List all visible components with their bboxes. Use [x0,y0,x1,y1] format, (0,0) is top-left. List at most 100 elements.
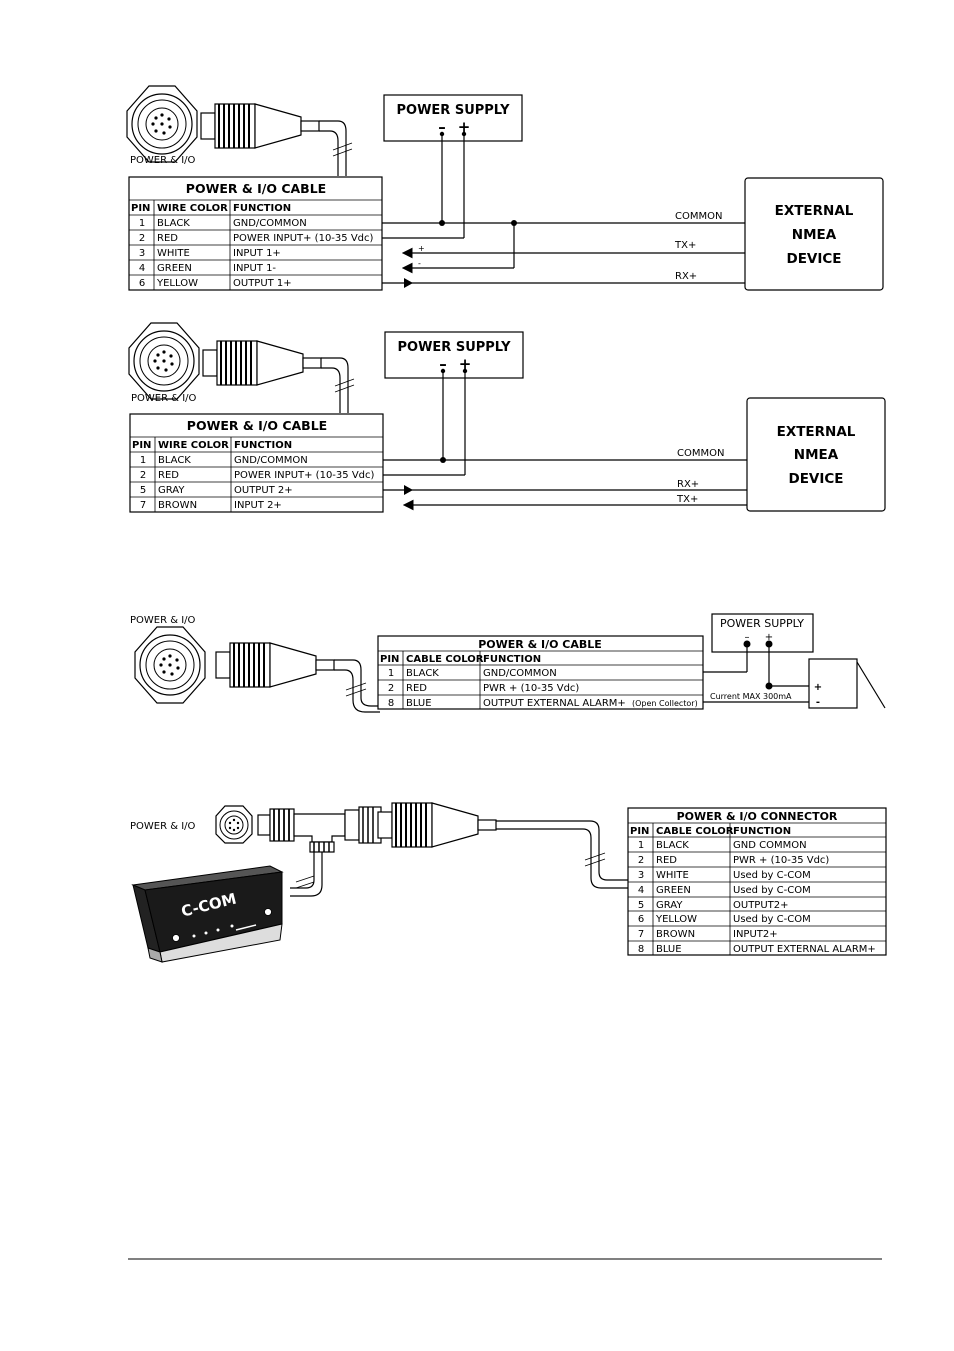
signal-tx: TX+ [674,240,696,251]
svg-text:5: 5 [638,900,644,911]
table-row: 6 YELLOW OUTPUT 1+ [139,278,292,289]
table-row: 2 RED POWER INPUT+ (10-35 Vdc) [140,470,375,481]
svg-text:WHITE: WHITE [656,870,689,881]
svg-text:1: 1 [388,668,394,679]
svg-text:GND/COMMON: GND/COMMON [234,455,308,466]
svg-text:GND COMMON: GND COMMON [733,840,807,851]
current-label: Current MAX 300mA [710,692,792,701]
table-row: 5 GRAY OUTPUT2+ [638,900,789,911]
connector-label: POWER & I/O [130,155,196,166]
table-row: 2 RED PWR + (10-35 Vdc) [638,855,830,866]
svg-text:BLUE: BLUE [406,698,432,709]
external-device-box [744,177,884,291]
svg-text:OUTPUT EXTERNAL ALARM+: OUTPUT EXTERNAL ALARM+ [483,698,626,709]
svg-text:6: 6 [139,278,145,289]
cable-path [319,120,347,176]
diagram-1: POWER & I/O POWER SUPPLY – + POWER & I/O… [126,85,884,291]
svg-text:4: 4 [139,263,145,274]
table-row: 1 BLACK GND/COMMON [139,218,307,229]
svg-text:BLACK: BLACK [406,668,439,679]
svg-text:PWR + (10-35 Vdc): PWR + (10-35 Vdc) [733,855,829,866]
svg-text:OUTPUT 1+: OUTPUT 1+ [233,278,292,289]
header-function: FUNCTION [233,203,291,214]
power-supply-minus: – [745,632,750,643]
connector-nut-icon [134,626,206,704]
alarm-plus: + [814,682,822,693]
svg-text:BROWN: BROWN [158,500,197,511]
svg-text:2: 2 [388,683,394,694]
device-label: EXTERNAL [777,424,856,440]
device-label: NMEA [792,227,837,243]
wiring [383,368,747,511]
svg-text:POWER INPUT+ (10-35 Vdc): POWER INPUT+ (10-35 Vdc) [234,470,375,481]
power-supply-plus: + [459,355,472,373]
signal-rx: RX+ [675,271,697,282]
svg-text:RED: RED [406,683,427,694]
cable-plug-icon [215,642,335,688]
device-label: DEVICE [788,471,843,487]
svg-text:GRAY: GRAY [656,900,683,911]
svg-text:GND/COMMON: GND/COMMON [233,218,307,229]
power-supply-minus: – [438,118,446,136]
table-title: POWER & I/O CABLE [186,181,326,196]
svg-text:2: 2 [638,855,644,866]
t-adapter-icon [257,806,382,897]
svg-text:RED: RED [656,855,677,866]
svg-text:2: 2 [140,470,146,481]
svg-text:OUTPUT 2+: OUTPUT 2+ [234,485,293,496]
power-supply-plus: + [765,632,773,643]
power-supply-box [383,94,523,142]
svg-text:YELLOW: YELLOW [655,914,697,925]
connector-nut-icon [215,805,253,844]
svg-text:INPUT 1-: INPUT 1- [233,263,276,274]
cable-break-icon [584,852,606,867]
power-supply-box [711,613,814,653]
svg-text:INPUT2+: INPUT2+ [733,929,778,940]
header-pin: PIN [132,440,151,451]
svg-text:GREEN: GREEN [656,885,691,896]
diagram-2: POWER & I/O POWER SUPPLY – + POWER & I/O… [128,322,886,513]
svg-text:Used by C-COM: Used by C-COM [733,914,811,925]
svg-text:1: 1 [638,840,644,851]
svg-text:INPUT 1+: INPUT 1+ [233,248,281,259]
svg-text:3: 3 [638,870,644,881]
cable-plug-icon [200,103,320,149]
alarm-box [808,658,858,709]
svg-text:1: 1 [140,455,146,466]
table-title: POWER & I/O CABLE [478,638,602,651]
svg-text:BLACK: BLACK [157,218,190,229]
cable-path [334,659,380,707]
cable-path [321,357,349,413]
connector-nut-icon [126,85,198,163]
svg-text:GREEN: GREEN [157,263,192,274]
cable-table: POWER & I/O CABLE PIN CABLE COLOR FUNCTI… [377,635,704,710]
diagram-3: POWER & I/O POWER & I/O CABLE PIN CABLE … [130,613,886,713]
cable-plug-icon [377,802,497,848]
cable-path [496,820,628,881]
svg-text:2: 2 [139,233,145,244]
svg-text:OUTPUT2+: OUTPUT2+ [733,900,789,911]
table-row: 4 GREEN INPUT 1- [139,263,277,274]
header-function: FUNCTION [733,826,791,837]
table-row: 3 WHITE INPUT 1+ [139,248,281,259]
svg-text:3: 3 [139,248,145,259]
wiring [382,131,745,288]
svg-text:POWER INPUT+ (10-35 Vdc): POWER INPUT+ (10-35 Vdc) [233,233,374,244]
table-row: 1 BLACK GND/COMMON [140,455,308,466]
cable-table: POWER & I/O CABLE PIN WIRE COLOR FUNCTIO… [128,176,383,291]
svg-text:BLACK: BLACK [158,455,191,466]
svg-text:GRAY: GRAY [158,485,185,496]
svg-text:WHITE: WHITE [157,248,190,259]
table-row: 5 GRAY OUTPUT 2+ [140,485,293,496]
svg-text:1: 1 [139,218,145,229]
table-row: 3 WHITE Used by C-COM [638,870,811,881]
svg-text:7: 7 [140,500,146,511]
power-supply-minus: – [439,355,447,373]
cable-plug-icon [202,340,322,386]
alarm-horn-icon [856,661,886,709]
svg-text:(Open Collector): (Open Collector) [632,699,698,708]
alarm-minus: - [816,697,820,708]
header-function: FUNCTION [234,440,292,451]
svg-text:6: 6 [638,914,644,925]
svg-text:RED: RED [158,470,179,481]
